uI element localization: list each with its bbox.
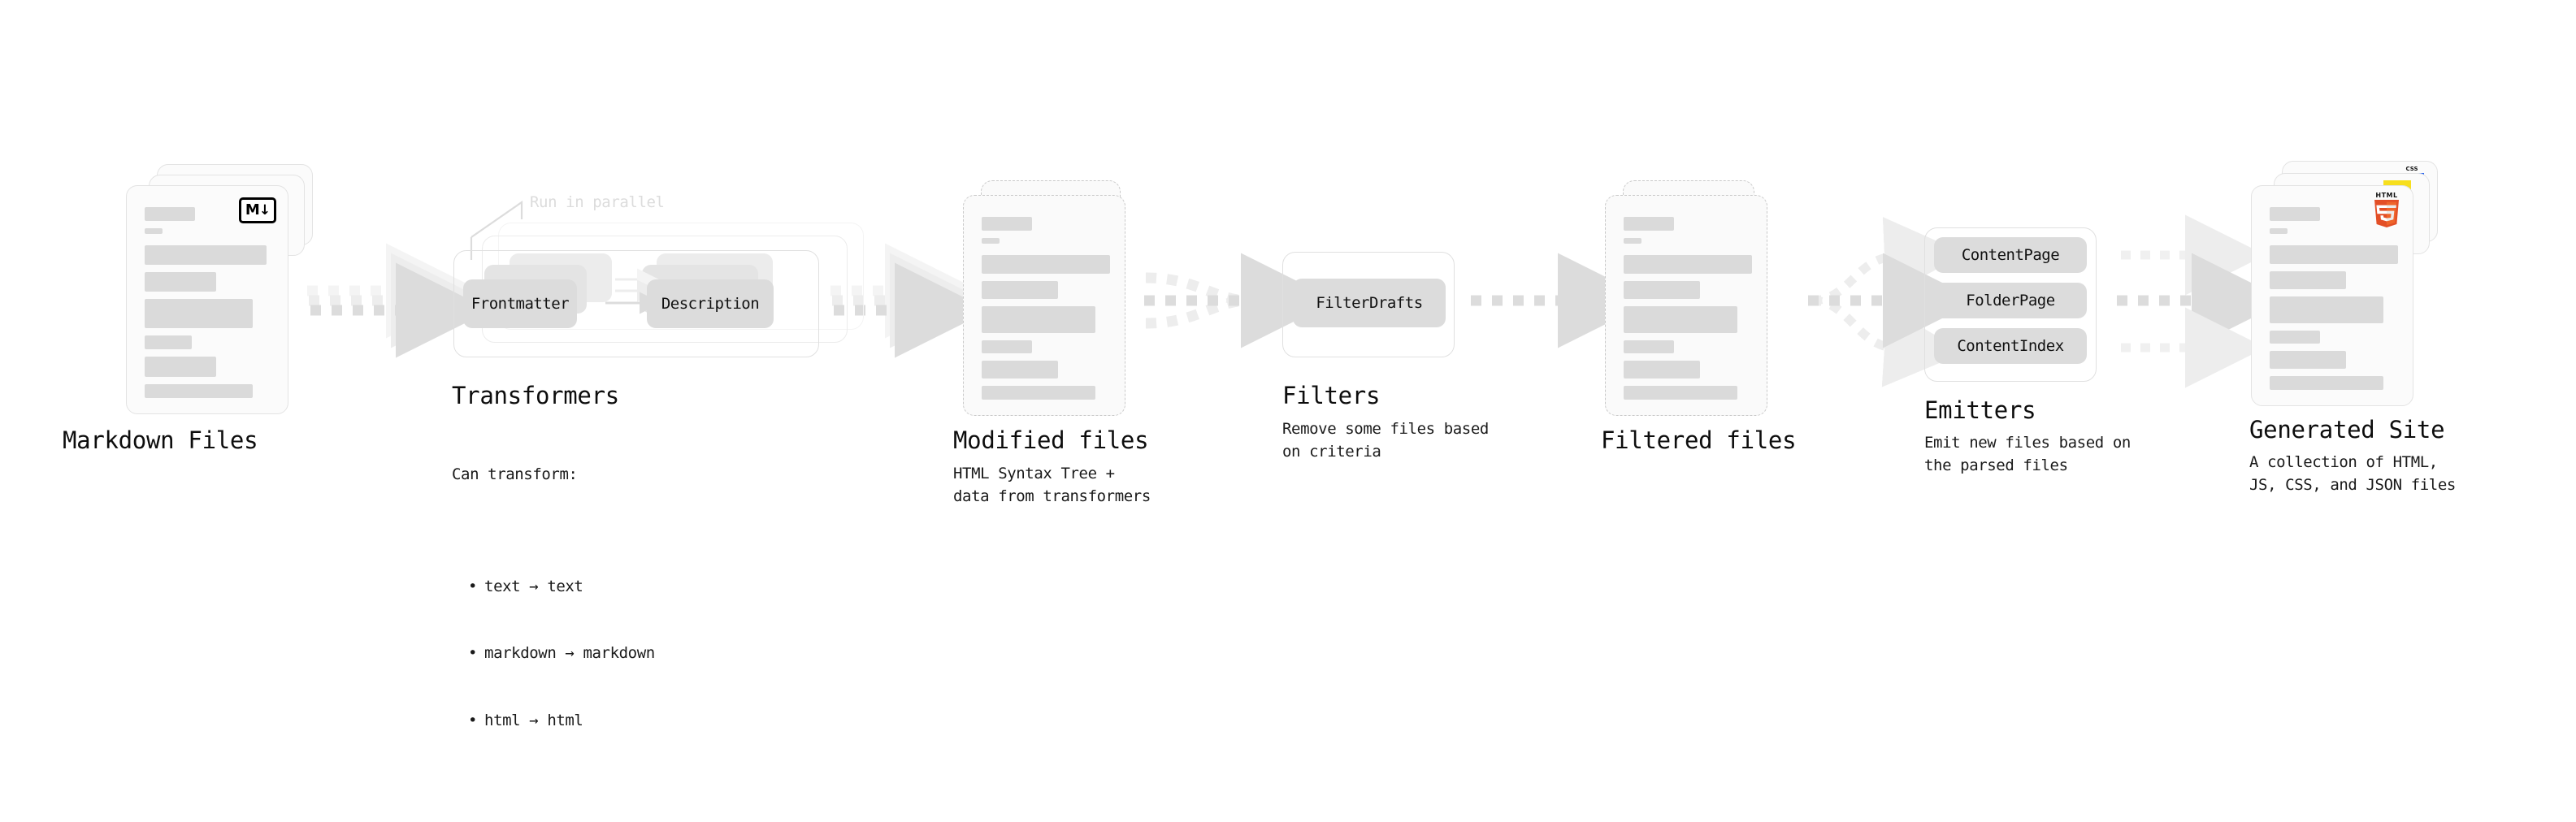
modified-card-stack [963, 0, 1142, 416]
arrow-filtered-to-emitters [1808, 217, 1978, 387]
transformers-bullet-0: text → text [468, 576, 655, 599]
pipeline-diagram: M↓ Markdown Files Run in parallel [0, 0, 2576, 681]
stage-title-filters: Filters [1282, 382, 1381, 409]
filtered-card-front [1605, 195, 1767, 416]
filter-chip-filterdrafts[interactable]: FilterDrafts [1293, 279, 1446, 327]
html5-icon: HTML [2370, 193, 2403, 230]
transformers-bullet-list: text → text markdown → markdown html → h… [452, 531, 655, 777]
stage-subtitle-filters: Remove some files based on criteria [1282, 420, 1489, 461]
arrow-modified-to-filters [1144, 253, 1336, 348]
stage-title-transformers: Transformers [452, 382, 619, 409]
stage-filtered-files: Filtered files [1601, 0, 1797, 454]
generated-skeleton [2270, 207, 2398, 397]
emitter-chip-folderpage[interactable]: FolderPage [1934, 283, 2087, 318]
generated-card-stack: CSS HTML [2251, 0, 2438, 406]
markdown-skeleton [145, 207, 270, 405]
emitter-chip-contentpage[interactable]: ContentPage [1934, 237, 2087, 273]
html5-icon-label: HTML [2375, 192, 2398, 199]
arrow-markdown-to-transformers [307, 243, 491, 358]
stage-title-emitters: Emitters [1924, 396, 2036, 424]
modified-skeleton [982, 217, 1110, 407]
transformers-group-front [453, 250, 819, 357]
markdown-icon: M↓ [239, 197, 276, 223]
stage-subtitle-modified-files: HTML Syntax Tree + data from transformer… [953, 465, 1151, 505]
run-in-parallel-label: Run in parallel [530, 193, 665, 211]
emitters-group-box [1924, 227, 2097, 382]
html5-icon-shield [2374, 200, 2399, 227]
emitter-chip-contentindex[interactable]: ContentIndex [1934, 328, 2087, 364]
transformers-bullet-2: html → html [468, 710, 655, 733]
markdown-card-stack: M↓ [126, 0, 313, 414]
arrow-emitters-to-site [2117, 214, 2287, 388]
markdown-icon-letter: M [245, 201, 260, 218]
stage-subtitle-emitters: Emit new files based on the parsed files [1924, 434, 2131, 474]
stage-title-modified-files: Modified files [953, 426, 1149, 454]
stage-subtitle-transformers: Can transform: text → text markdown → ma… [452, 419, 655, 822]
stage-modified-files: Modified files HTML Syntax Tree + data f… [953, 0, 1151, 505]
stage-title-generated-site: Generated Site [2249, 416, 2445, 443]
filtered-skeleton [1624, 217, 1752, 407]
transformers-bullet-1: markdown → markdown [468, 642, 655, 665]
stage-markdown-files: M↓ Markdown Files [63, 0, 313, 454]
transformers-sub-line: Can transform: [452, 465, 578, 484]
generated-card-front: HTML [2251, 185, 2413, 406]
transformer-chip-description[interactable]: Description [647, 279, 774, 328]
transformer-chip-frontmatter[interactable]: Frontmatter [463, 279, 577, 328]
css3-icon-label: CSS [2405, 166, 2418, 172]
modified-card-front [963, 195, 1125, 416]
stage-subtitle-generated-site: A collection of HTML, JS, CSS, and JSON … [2249, 453, 2456, 494]
filters-group-box [1282, 252, 1455, 357]
filtered-card-stack [1605, 0, 1784, 416]
markdown-card-front: M↓ [126, 185, 288, 414]
stage-generated-site: CSS HTML [2249, 0, 2456, 494]
stage-title-filtered-files: Filtered files [1601, 426, 1797, 454]
stage-title-markdown-files: Markdown Files [63, 426, 258, 454]
